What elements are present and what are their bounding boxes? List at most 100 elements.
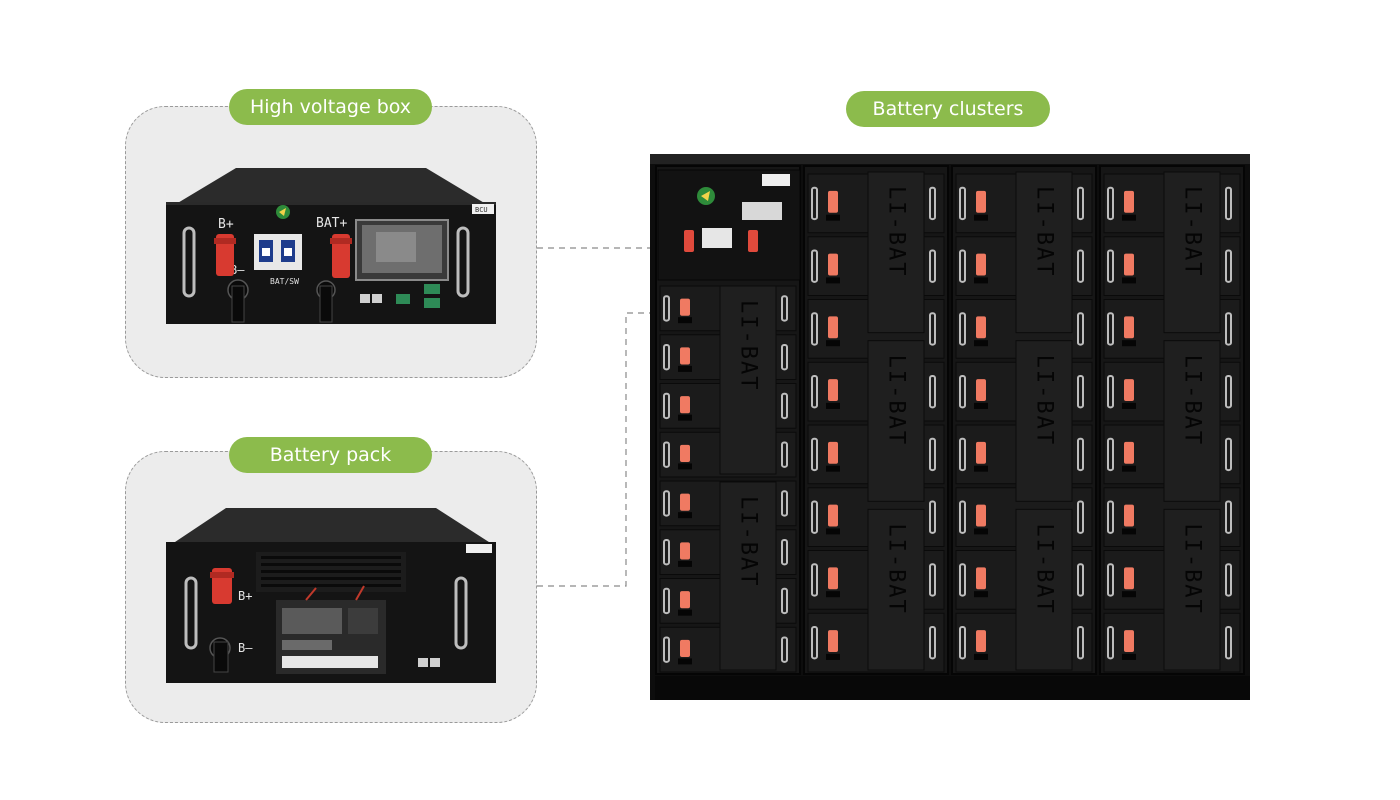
- black-connector-icon: [678, 414, 692, 421]
- high-voltage-box-image: B+ B– BAT/SW BAT+ BCU: [166, 168, 496, 324]
- handle-icon: [929, 625, 936, 660]
- handle-icon: [1225, 249, 1232, 283]
- red-connector-icon: [680, 591, 690, 609]
- cluster-racks: LI-BATLI-BATLI-BATLI-BATLI-BATLI-BATLI-B…: [650, 154, 1250, 700]
- handle-icon: [811, 249, 818, 283]
- handle-icon: [781, 587, 788, 615]
- handle-icon: [929, 186, 936, 221]
- bcu-tag: BCU: [475, 206, 488, 214]
- handle-icon: [1077, 374, 1084, 409]
- black-connector-icon: [974, 214, 988, 221]
- black-connector-icon: [1122, 402, 1136, 409]
- brand-text: LI-BAT: [1180, 523, 1205, 614]
- handle-icon: [1225, 312, 1232, 346]
- cluster-hv-box: [657, 169, 801, 281]
- red-connector-icon: [680, 639, 690, 657]
- handle-icon: [1107, 186, 1114, 221]
- brand-text: LI-BAT: [884, 186, 909, 277]
- red-connector-icon: [330, 234, 352, 278]
- black-connector-icon: [974, 465, 988, 472]
- brand-logo-icon: [276, 205, 290, 219]
- red-connector-icon: [214, 234, 236, 276]
- black-connector-icon: [678, 609, 692, 616]
- handle-icon: [959, 374, 966, 409]
- b-minus-label: B–: [238, 641, 253, 655]
- bms-board-icon: [276, 585, 386, 674]
- red-connector-icon: [680, 444, 690, 462]
- handle-icon: [959, 437, 966, 472]
- red-connector-icon: [976, 567, 986, 590]
- handle-icon: [781, 538, 788, 566]
- handle-icon: [1077, 563, 1084, 597]
- handle-icon: [1225, 437, 1232, 472]
- handle-icon: [959, 563, 966, 597]
- brand-logo-icon: [697, 187, 715, 205]
- red-connector-icon: [976, 253, 986, 276]
- handle-icon: [959, 249, 966, 283]
- handle-icon: [184, 576, 468, 650]
- brand-panel: [719, 285, 777, 475]
- handle-icon: [663, 295, 670, 322]
- handle-icon: [1107, 500, 1114, 534]
- breaker-switch-icon: [702, 228, 732, 248]
- battery-pack-label: Battery pack: [229, 437, 432, 473]
- battery-clusters-image: LI-BATLI-BATLI-BATLI-BATLI-BATLI-BATLI-B…: [650, 154, 1250, 700]
- handle-icon: [781, 490, 788, 517]
- red-connector-icon: [1124, 504, 1134, 527]
- handle-icon: [1107, 249, 1114, 283]
- handle-icon: [1225, 625, 1232, 660]
- red-connector-icon: [1124, 316, 1134, 339]
- black-connector-icon: [826, 528, 840, 535]
- red-connector-icon: [828, 504, 838, 527]
- red-connector-icon: [680, 493, 690, 511]
- high-voltage-box-label: High voltage box: [229, 89, 432, 125]
- red-connector-icon: [828, 316, 838, 339]
- red-connector-icon: [976, 441, 986, 464]
- black-connector-icon: [1122, 528, 1136, 535]
- brand-panel: [867, 171, 925, 334]
- red-connector-icon: [828, 441, 838, 464]
- hv-tag: [762, 174, 790, 186]
- handle-icon: [811, 625, 818, 660]
- black-connector-icon: [826, 340, 840, 347]
- brand-text: LI-BAT: [1180, 355, 1205, 446]
- red-connector-icon: [1124, 630, 1134, 653]
- red-connector-icon: [1124, 441, 1134, 464]
- handle-icon: [1077, 249, 1084, 283]
- black-connector-icon: [826, 653, 840, 660]
- touchscreen-icon: [355, 219, 449, 281]
- green-terminal-icon: [396, 284, 440, 308]
- vent-grille-icon: [256, 552, 406, 592]
- handle-icon: [1077, 500, 1084, 534]
- brand-panel: [1015, 171, 1073, 334]
- brand-panel: [867, 340, 925, 502]
- black-connector-icon: [678, 658, 692, 665]
- black-connector-icon: [1122, 465, 1136, 472]
- b-plus-label: B+: [238, 589, 252, 603]
- red-connector-icon: [976, 190, 986, 213]
- black-connector-icon: [678, 560, 692, 567]
- handle-icon: [1225, 186, 1232, 221]
- handle-icon: [663, 587, 670, 615]
- handle-icon: [1225, 374, 1232, 409]
- red-connector-icon: [828, 567, 838, 590]
- red-connector-icon: [828, 190, 838, 213]
- red-connector-icon: [1124, 567, 1134, 590]
- handle-icon: [182, 226, 470, 298]
- red-connector-icon: [1124, 253, 1134, 276]
- handle-icon: [1077, 437, 1084, 472]
- handle-icon: [663, 490, 670, 517]
- handle-icon: [1107, 563, 1114, 597]
- black-connector-icon: [826, 277, 840, 284]
- black-connector-icon: [974, 340, 988, 347]
- rj45-port-icon: [418, 658, 440, 667]
- handle-icon: [929, 312, 936, 346]
- red-connector-icon: [680, 542, 690, 560]
- brand-text: LI-BAT: [884, 523, 909, 614]
- red-connector-icon: [976, 316, 986, 339]
- touchscreen-icon: [742, 202, 782, 220]
- red-connector-icon: [1124, 379, 1134, 402]
- bat-plus-label: BAT+: [316, 216, 347, 231]
